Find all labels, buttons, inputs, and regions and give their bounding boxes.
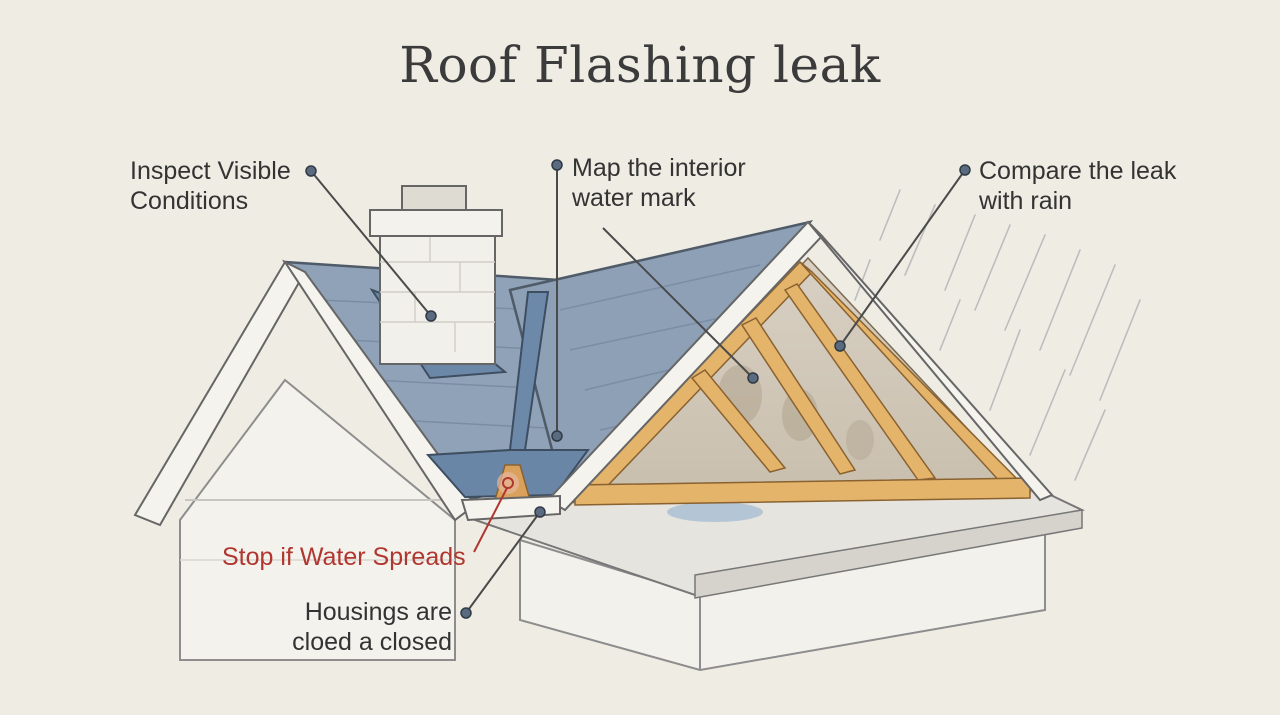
leak-point-marker [497, 472, 519, 494]
inspect-end-dot [425, 310, 437, 322]
attic-floor [468, 472, 1086, 599]
callout-map-interior-water-mark: Map the interior water mark [572, 153, 746, 213]
compare-dot [959, 164, 971, 176]
callout-line: water mark [572, 184, 696, 212]
callout-line: cloed a closed [292, 628, 452, 656]
callout-line: Stop if Water Spreads [222, 543, 466, 571]
left-house-wall [179, 378, 456, 661]
callout-dots [305, 159, 971, 619]
callout-line: Conditions [130, 187, 249, 215]
callout-inspect-visible-conditions: Inspect Visible Conditions [130, 156, 291, 216]
compare-end-dot [834, 340, 846, 352]
attic-stain-dot [747, 372, 759, 384]
map-dot [551, 159, 563, 171]
callout-line: Map the interior [572, 154, 746, 182]
callout-line: Compare the leak [979, 157, 1177, 185]
callout-housings-closed: Housings are cloed a closed [250, 597, 452, 657]
inspect-dot [305, 165, 317, 177]
callout-stop-if-water-spreads: Stop if Water Spreads [222, 542, 466, 572]
callout-line: with rain [979, 187, 1073, 215]
map-end-dot [551, 430, 563, 442]
callout-line: Housings are [304, 598, 452, 626]
chimney [369, 185, 508, 380]
leader-lines [310, 165, 966, 614]
callout-compare-leak-with-rain: Compare the leak with rain [979, 156, 1176, 216]
callout-line: Inspect Visible [130, 157, 291, 185]
housings-dot [460, 607, 472, 619]
page-title: Roof Flashing leak [399, 36, 881, 94]
housings-end-dot [534, 506, 546, 518]
rain-streaks [854, 189, 1141, 481]
right-gable-trim [460, 220, 1054, 522]
